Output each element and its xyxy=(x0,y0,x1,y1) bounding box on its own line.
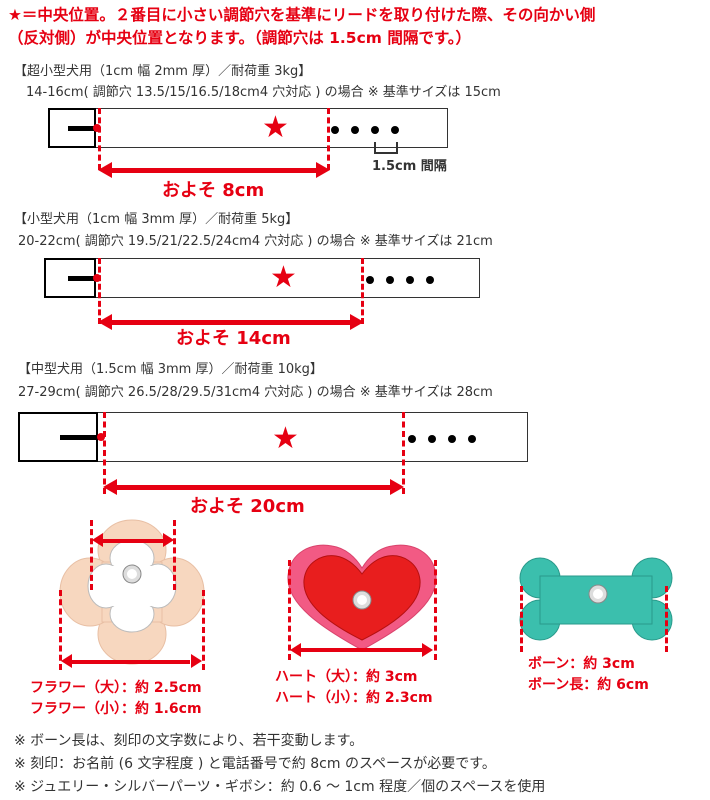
heart-arrow xyxy=(298,648,424,652)
dashed-marker-right xyxy=(327,108,330,170)
dashed-marker-left xyxy=(103,412,106,494)
bone-length: ボーン長：約 6cm xyxy=(528,677,649,693)
flower-large-marker-right xyxy=(202,590,205,670)
adjust-hole xyxy=(406,276,414,284)
spacing-bracket xyxy=(374,142,398,154)
measure-arrow xyxy=(110,168,316,173)
measure-label: およそ 20cm xyxy=(190,496,305,517)
section-1-subtitle: 14-16cm( 調節穴 13.5/15/16.5/18cm4 穴対応 ) の場… xyxy=(26,85,501,100)
flower-small-marker-right xyxy=(173,520,176,590)
section-2-subtitle: 20-22cm( 調節穴 19.5/21/22.5/24cm4 穴対応 ) の場… xyxy=(18,234,493,249)
center-star-icon: ★ xyxy=(270,260,297,295)
collar-diagram-medium: ★ およそ 20cm xyxy=(0,400,710,520)
arrow-head-right xyxy=(350,314,364,330)
flower-large-size: フラワー（大）：約 2.5cm xyxy=(30,680,202,696)
adjust-hole xyxy=(428,435,436,443)
section-2-title: 【小型犬用（1cm 幅 3mm 厚）／耐荷重 5kg】 xyxy=(14,212,299,227)
spacing-label: 1.5cm 間隔 xyxy=(372,159,447,174)
center-star-icon: ★ xyxy=(272,421,299,456)
arrow-head-left xyxy=(61,654,72,668)
dashed-marker-right xyxy=(402,412,405,494)
collar-diagram-small-xs: ★ 1.5cm 間隔 およそ 8cm xyxy=(0,100,710,201)
red-dot-left xyxy=(93,124,101,132)
dashed-marker-left xyxy=(98,258,101,324)
arrow-head-right xyxy=(163,533,174,547)
red-dot-left xyxy=(97,433,105,441)
adjust-hole xyxy=(371,126,379,134)
heart-charm-icon xyxy=(287,544,437,651)
flower-large-marker-left xyxy=(59,590,62,670)
bone-size: ボーン：約 3cm xyxy=(528,656,635,672)
flower-small-size: フラワー（小）：約 1.6cm xyxy=(30,701,202,717)
note-bone-length: ※ ボーン長は、刻印の文字数により、若干変動します。 xyxy=(14,733,364,749)
collar-band xyxy=(44,258,480,298)
arrow-head-left xyxy=(103,479,117,495)
arrow-head-left xyxy=(290,643,301,657)
adjust-hole xyxy=(391,126,399,134)
section-3-title: 【中型犬用（1.5cm 幅 3mm 厚）／耐荷重 10kg】 xyxy=(18,362,323,377)
section-3-subtitle: 27-29cm( 調節穴 26.5/28/29.5/31cm4 穴対応 ) の場… xyxy=(18,385,493,400)
buckle-bar xyxy=(68,126,96,131)
arrow-head-left xyxy=(98,314,112,330)
bone-marker-right xyxy=(665,586,668,652)
heart-marker-left xyxy=(288,560,291,660)
measure-label: およそ 8cm xyxy=(162,180,265,201)
intro-line-1: ★＝中央位置。２番目に小さい調節穴を基準にリードを取り付けた際、その向かい側 xyxy=(8,6,596,24)
note-parts: ※ ジュエリー・シルバーパーツ・ギボシ：約 0.6 ～ 1cm 程度／個のスペー… xyxy=(14,779,546,795)
note-engraving: ※ 刻印：お名前 (6 文字程度 ) と電話番号で約 8cm のスペースが必要で… xyxy=(14,756,496,772)
adjust-hole xyxy=(331,126,339,134)
measure-label: およそ 14cm xyxy=(176,328,291,349)
arrow-head-right xyxy=(422,643,433,657)
flower-small-arrow xyxy=(102,539,164,543)
collar-diagram-small: ★ およそ 14cm xyxy=(0,250,710,350)
bone-marker-left xyxy=(520,586,523,652)
heart-large-size: ハート（大）：約 3cm xyxy=(275,669,418,685)
red-dot-left xyxy=(93,274,101,282)
intro-text: ★＝中央位置。２番目に小さい調節穴を基準にリードを取り付けた際、その向かい側 （… xyxy=(8,4,708,50)
dashed-marker-left xyxy=(98,108,101,170)
flower-size-label: フラワー（大）：約 2.5cm フラワー（小）：約 1.6cm xyxy=(30,678,202,720)
notes: ※ ボーン長は、刻印の文字数により、若干変動します。 ※ 刻印：お名前 (6 文… xyxy=(14,730,545,799)
flower-small-marker-left xyxy=(90,520,93,590)
adjust-hole xyxy=(468,435,476,443)
measure-arrow xyxy=(115,485,391,490)
adjust-hole xyxy=(408,435,416,443)
collar-band xyxy=(48,108,448,148)
buckle-bar xyxy=(68,276,96,281)
heart-small-size: ハート（小）：約 2.3cm xyxy=(275,690,433,706)
arrow-head-right xyxy=(316,162,330,178)
arrow-head-left xyxy=(98,162,112,178)
center-star-icon: ★ xyxy=(262,110,289,145)
dashed-marker-right xyxy=(361,258,364,324)
adjust-hole xyxy=(386,276,394,284)
measure-arrow xyxy=(110,320,350,325)
intro-line-2: （反対側）が中央位置となります。（調節穴は 1.5cm 間隔です。） xyxy=(8,29,472,47)
adjust-hole xyxy=(351,126,359,134)
bone-charm-icon xyxy=(519,557,673,641)
adjust-hole xyxy=(448,435,456,443)
flower-charm-icon xyxy=(59,519,205,665)
section-1-title: 【超小型犬用（1cm 幅 2mm 厚）／耐荷重 3kg】 xyxy=(14,64,312,79)
arrow-head-left xyxy=(92,533,103,547)
bone-size-label: ボーン：約 3cm ボーン長：約 6cm xyxy=(528,654,649,696)
arrow-head-right xyxy=(390,479,404,495)
adjust-hole xyxy=(426,276,434,284)
flower-large-arrow xyxy=(72,660,190,664)
heart-marker-right xyxy=(434,560,437,660)
heart-size-label: ハート（大）：約 3cm ハート（小）：約 2.3cm xyxy=(275,667,433,709)
buckle-bar xyxy=(60,435,100,440)
adjust-hole xyxy=(366,276,374,284)
arrow-head-right xyxy=(191,654,202,668)
